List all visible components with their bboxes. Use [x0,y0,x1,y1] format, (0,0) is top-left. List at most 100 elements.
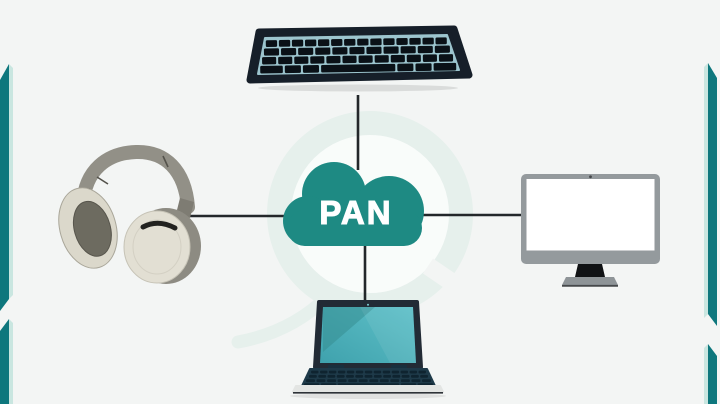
laptop-camera-dot [367,303,369,306]
keyboard-key [298,47,314,56]
laptop-key [373,370,382,374]
laptop-key [420,374,428,378]
laptop-key [364,370,373,374]
laptop-key [327,379,337,383]
laptop-key [309,374,317,378]
keyboard-key [415,63,432,72]
keyboard-key [284,65,301,74]
keyboard-key [434,45,450,53]
laptop-key [337,370,346,374]
keyboard-key [433,62,457,71]
keyboard-key [370,38,382,46]
keyboard-key [302,65,320,73]
keyboard-key [278,56,293,65]
keyboard-key [304,39,317,47]
keyboard-key [263,48,280,56]
laptop-key [409,370,418,374]
keyboard-key [358,55,373,63]
keyboard-key [397,63,414,72]
laptop-key [346,374,354,378]
laptop-key [320,370,328,374]
laptop-key [311,370,319,374]
laptop-key [417,383,433,386]
keyboard-key [409,37,421,45]
laptop-key [346,370,355,374]
keyboard-key [374,55,389,63]
laptop-key [327,374,336,378]
desktop-monitor-icon [521,174,660,287]
keyboard-key [331,39,343,46]
headphones-icon [58,145,201,284]
laptop-key [400,370,409,374]
right-ribbon-decoration [704,63,717,404]
keyboard-icon [246,25,473,92]
keyboard-keys [260,37,457,74]
laptop-key [320,383,337,386]
keyboard-key [422,54,437,62]
keyboard-key [400,46,416,54]
keyboard-key [321,63,396,73]
laptop-key [422,379,431,383]
laptop-key [328,370,337,374]
keyboard-key [396,38,408,45]
pan-cloud: PAN [283,162,424,246]
keyboard-key [383,46,399,54]
laptop-key [336,374,345,378]
keyboard-key [294,56,309,64]
keyboard-key [344,38,356,46]
headphone-back-cup [58,187,118,269]
laptop-key [337,383,400,386]
keyboard-key [357,38,369,46]
keyboard-key [315,47,331,55]
pan-label: PAN [319,194,392,231]
laptop-key [401,374,410,378]
keyboard-key [281,47,297,56]
keyboard-key [278,39,291,47]
keyboard-key [366,46,382,55]
laptop-key [304,383,320,386]
laptop-key [382,370,391,374]
keyboard-key [317,39,330,47]
laptop-key [418,370,426,374]
laptop-key [400,379,410,383]
laptop-key [390,379,400,383]
keyboard-key [326,55,341,64]
laptop-key [358,379,368,383]
keyboard-key [406,54,421,63]
laptop-key [318,374,327,378]
keyboard-key [260,65,283,74]
laptop-key [391,370,400,374]
keyboard-key [422,37,434,45]
keyboard-key [310,56,325,64]
keyboard-key [332,47,348,55]
laptop-key [369,379,379,383]
keyboard-key [262,56,277,65]
laptop-icon [290,300,446,399]
laptop-key [411,374,419,378]
keyboard-key [390,54,405,63]
laptop-key [306,379,315,383]
keyboard-key [265,40,278,48]
keyboard-key [291,39,304,47]
laptop-key [364,374,373,378]
keyboard-key [417,45,433,54]
laptop-key [383,374,391,378]
laptop-key [379,379,389,383]
laptop-key [373,374,382,378]
left-ribbon-decoration [0,64,13,404]
keyboard-key [342,55,357,64]
laptop-key [411,379,421,383]
monitor-camera-dot [589,175,592,179]
laptop-key [355,370,364,374]
keyboard-key [435,37,447,45]
keyboard-key [383,38,395,46]
laptop-key [355,374,364,378]
laptop-key [400,383,417,386]
keyboard-key [438,54,454,62]
laptop-key [337,379,347,383]
laptop-keys [304,370,433,386]
laptop-key [392,374,401,378]
laptop-key [316,379,326,383]
